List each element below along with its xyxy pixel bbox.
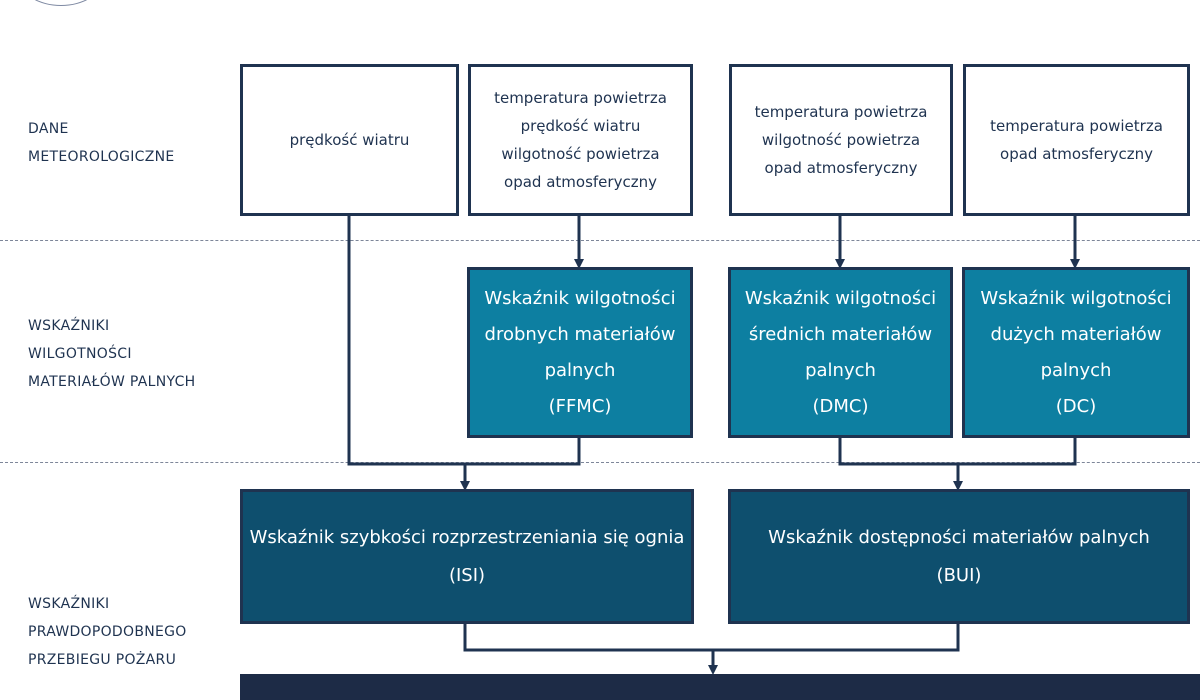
fwi-box (240, 674, 1200, 700)
separator-line (0, 462, 1200, 463)
input-box-dc-weather: temperatura powietrza opad atmosferyczny (963, 64, 1190, 216)
bui-box: Wskaźnik dostępności materiałów palnych … (728, 489, 1190, 624)
ffmc-box: Wskaźnik wilgotności drobnych materiałów… (467, 267, 693, 438)
isi-bui-connector (463, 622, 960, 652)
row-label-moisture: WSKAŹNIKI WILGOTNOŚCI MATERIAŁÓW PALNYCH (28, 318, 196, 390)
dmc-box: Wskaźnik wilgotności średnich materiałów… (728, 267, 953, 438)
input-box-dmc-weather: temperatura powietrza wilgotność powietr… (729, 64, 953, 216)
dmc-dc-connector (838, 436, 1077, 466)
dc-box: Wskaźnik wilgotności dużych materiałów p… (962, 267, 1190, 438)
input-box-wind: prędkość wiatru (240, 64, 459, 216)
row-label-meteo: DANE METEOROLOGICZNE (28, 121, 175, 165)
row-label-behavior: WSKAŹNIKI PRAWDOPODOBNEGO PRZEBIEGU POŻA… (28, 596, 187, 668)
isi-box: Wskaźnik szybkości rozprzestrzeniania si… (240, 489, 694, 624)
input-box-ffmc-weather: temperatura powietrza prędkość wiatru wi… (468, 64, 693, 216)
separator-line (0, 240, 1200, 241)
